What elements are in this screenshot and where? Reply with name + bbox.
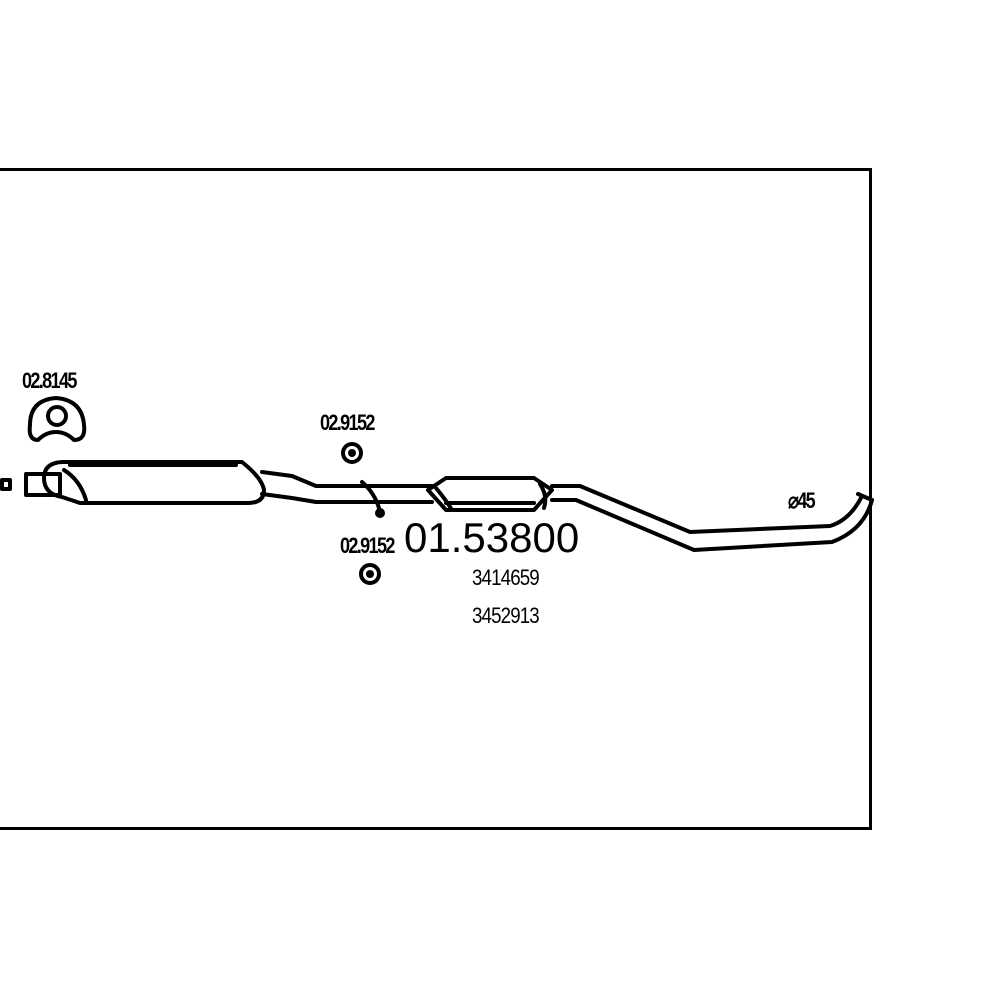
pipe-lower-1 [260, 492, 434, 504]
reference-number-2: 3452913 [472, 603, 540, 628]
middle-silencer [426, 476, 554, 512]
pipe-upper-1 [260, 470, 434, 488]
clamp-icon [27, 396, 87, 442]
pipe-lower-2 [550, 498, 874, 552]
reference-number-1: 3414659 [472, 565, 540, 590]
front-silencer [42, 460, 266, 505]
part-number: 01.53800 [404, 514, 580, 561]
inlet-stub-icon [0, 478, 12, 491]
tail-diameter-label: ⌀45 [788, 488, 816, 513]
tail-end [856, 492, 874, 502]
hanger-upper-label: 02.9152 [320, 410, 375, 435]
hanger-lower-label: 02.9152 [340, 533, 395, 558]
hanger-lower-icon [359, 563, 381, 585]
pipe-upper-2 [550, 484, 864, 534]
clamp-label: 02.8145 [22, 368, 77, 393]
hanger-upper-icon [341, 442, 363, 464]
